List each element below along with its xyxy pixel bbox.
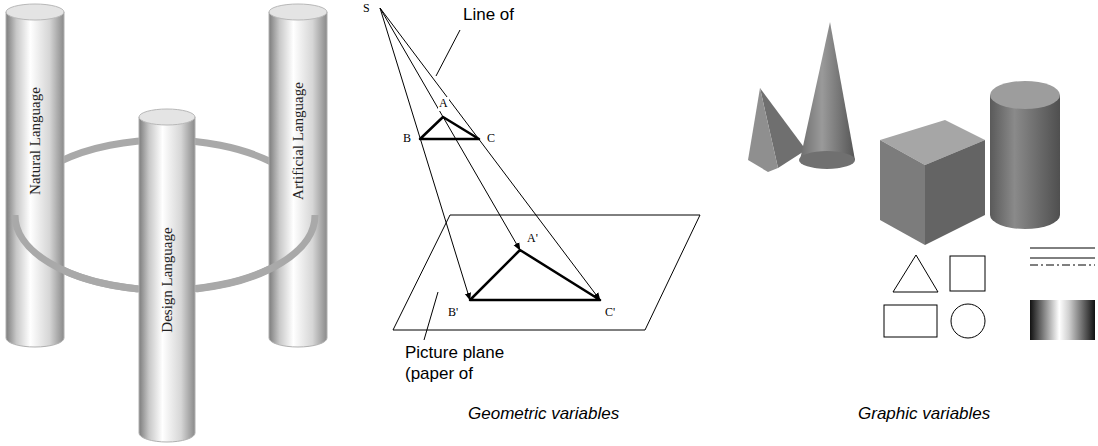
leader-line: [436, 30, 460, 76]
point-label: A': [526, 232, 539, 246]
circle-shape: [951, 304, 985, 338]
cylinder-label: Natural Language: [27, 87, 44, 195]
caption-text: Geometric variables: [468, 404, 619, 424]
line-style: [1030, 265, 1095, 266]
cone-solid: [748, 88, 778, 172]
cone-solid: [800, 22, 855, 160]
object-triangle: [420, 117, 479, 139]
projection-ray: [380, 8, 470, 300]
point-label: C': [604, 306, 616, 320]
point-label: S: [362, 2, 371, 16]
point-label: A: [438, 97, 449, 111]
callout-text: (paper of: [405, 364, 473, 384]
ring: [196, 215, 315, 289]
caption-text: Graphic variables: [858, 404, 990, 424]
rectangle-shape: [884, 305, 937, 337]
ring: [15, 215, 138, 289]
projection-ray: [380, 8, 520, 250]
line-style: [1030, 248, 1095, 249]
callout-text: Line of: [463, 5, 514, 25]
line-style: [1030, 258, 1095, 259]
leader-line: [424, 292, 438, 340]
triangle-shape: [893, 255, 938, 292]
square-shape: [950, 256, 985, 291]
projected-triangle: [470, 250, 600, 300]
cylinder-node: Design Language: [138, 108, 196, 443]
cylinder-top: [990, 81, 1060, 109]
cylinder-solid: [990, 95, 1060, 229]
box-solid: [925, 140, 985, 245]
point-label: C: [486, 132, 496, 146]
picture-plane: [393, 215, 700, 330]
cylinder-label: Design Language: [159, 227, 176, 332]
box-solid: [880, 140, 925, 245]
point-label: B: [402, 132, 412, 146]
cylinder-node: Artificial Language: [268, 3, 328, 348]
point-label: B': [447, 306, 459, 320]
callout-text: Picture plane: [405, 343, 504, 363]
cone-base: [799, 151, 855, 169]
projection-ray: [380, 8, 600, 300]
cylinder-node: Natural Language: [5, 3, 65, 348]
cylinder-label: Artificial Language: [290, 82, 307, 200]
gradient-sample: [1030, 300, 1095, 340]
